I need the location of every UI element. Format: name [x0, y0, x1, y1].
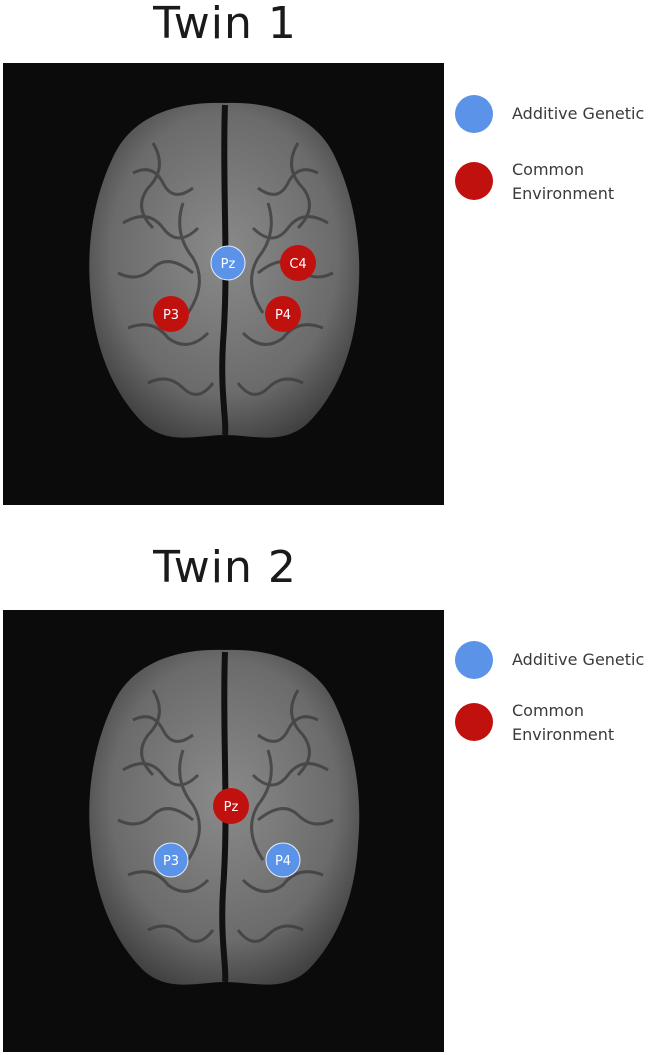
- electrode-label-pz: Pz: [224, 800, 239, 815]
- electrode-label-p4: P4: [275, 308, 291, 323]
- electrode-label-c4: C4: [289, 257, 306, 272]
- legend-label: Common Environment: [512, 160, 615, 203]
- legend-label: Common Environment: [512, 701, 615, 744]
- electrode-label-pz: Pz: [221, 257, 236, 272]
- panel-title-twin-1: Twin 1: [153, 0, 297, 49]
- electrode-p3: P3: [153, 842, 189, 878]
- electrode-label-p3: P3: [163, 308, 179, 323]
- electrode-label-p4: P4: [275, 854, 291, 869]
- electrode-p4: P4: [265, 296, 301, 332]
- legend-swatch-red: [455, 703, 493, 741]
- electrode-label-p3: P3: [163, 854, 179, 869]
- legend-swatch-blue: [455, 641, 493, 679]
- electrode-p4: P4: [265, 842, 301, 878]
- legend-swatch-red: [455, 162, 493, 200]
- legend-label: Additive Genetic: [512, 104, 645, 123]
- legend-swatch-blue: [455, 95, 493, 133]
- legend-label: Additive Genetic: [512, 650, 645, 669]
- electrode-pz: Pz: [213, 788, 249, 824]
- brain-image-twin-2: Pz P3 P4: [3, 610, 444, 1052]
- electrode-pz: Pz: [210, 245, 246, 281]
- electrode-p3: P3: [153, 296, 189, 332]
- electrode-c4: C4: [280, 245, 316, 281]
- panel-title-twin-2: Twin 2: [153, 542, 297, 593]
- brain-image-twin-1: Pz C4 P3 P4: [3, 63, 444, 505]
